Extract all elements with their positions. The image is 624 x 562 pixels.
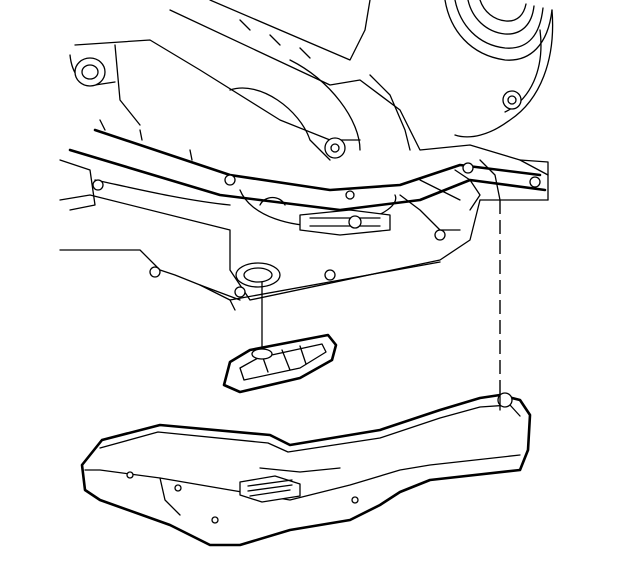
transmission-case — [59, 0, 554, 311]
oil-pan — [80, 392, 532, 547]
pan-mounting-flange — [59, 119, 547, 212]
case-fitting — [324, 137, 346, 159]
case-port — [74, 57, 106, 87]
filter-seal-bore — [235, 262, 281, 288]
transmission-filter — [222, 333, 338, 394]
filter-neck — [251, 348, 273, 360]
valve-body-area — [59, 159, 549, 311]
bolt-boss — [502, 90, 522, 110]
case-body — [69, 0, 549, 176]
converter-housing — [444, 0, 554, 138]
alignment-lines — [261, 200, 501, 400]
